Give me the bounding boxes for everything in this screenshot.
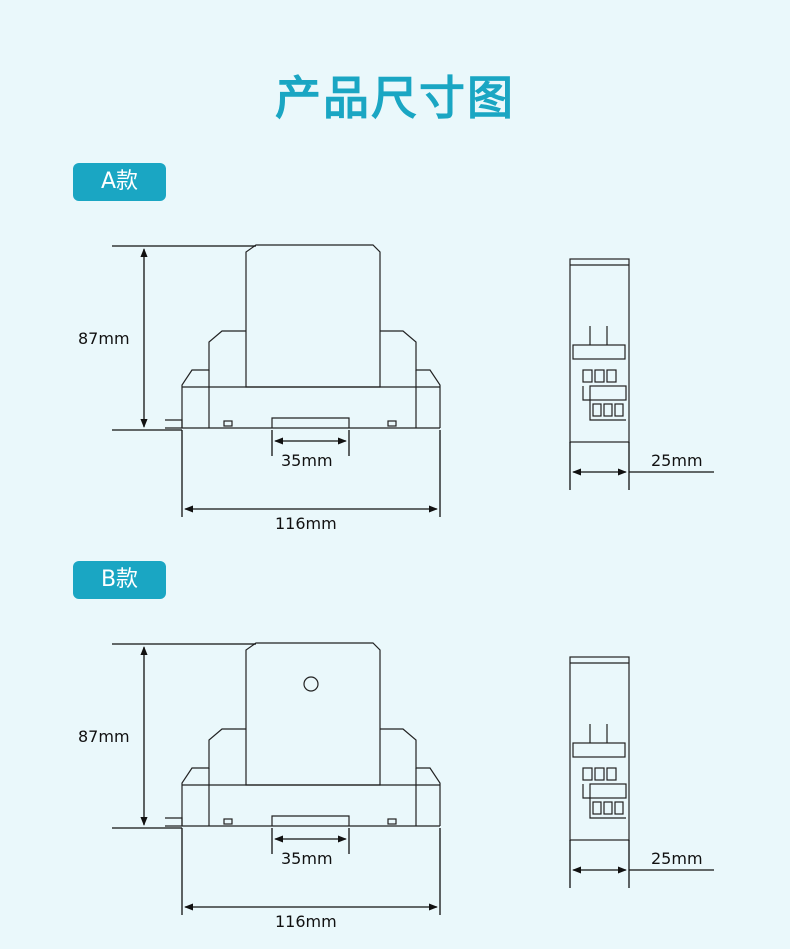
indicator-light-icon (303, 676, 319, 692)
model-a-depth-label: 25mm (651, 451, 703, 470)
model-a-front-view (165, 244, 441, 429)
model-b-depth-dimension (569, 840, 714, 888)
model-b-front-view (165, 642, 441, 827)
model-a-height-label: 87mm (78, 329, 130, 348)
model-a-side-view (569, 258, 630, 443)
model-a-badge: A款 (73, 163, 166, 201)
model-b-dimensions (112, 643, 441, 915)
page-title: 产品尺寸图 (275, 71, 515, 125)
model-b-side-view (569, 656, 630, 841)
model-a-dimensions (112, 245, 441, 517)
model-a-depth-dimension (569, 442, 714, 490)
model-a-width-label: 116mm (275, 514, 337, 533)
model-b-badge: B款 (73, 561, 166, 599)
model-b-height-label: 87mm (78, 727, 130, 746)
model-b-rail-label: 35mm (281, 849, 333, 868)
model-b-width-label: 116mm (275, 912, 337, 931)
model-a-rail-label: 35mm (281, 451, 333, 470)
model-b-depth-label: 25mm (651, 849, 703, 868)
